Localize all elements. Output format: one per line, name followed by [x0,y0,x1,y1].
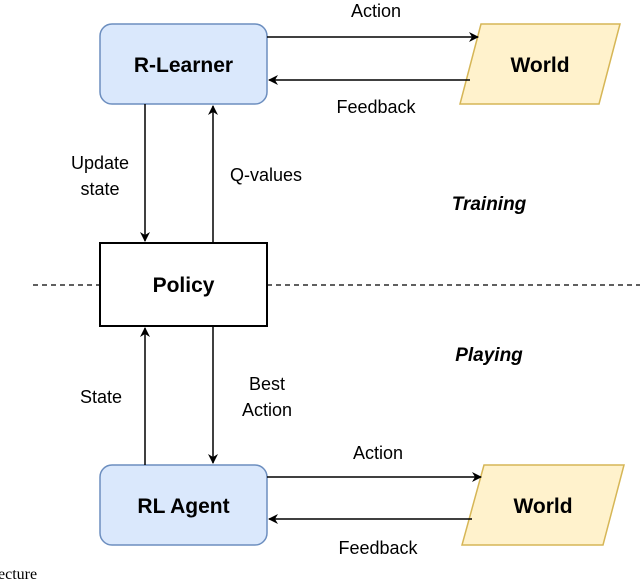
world-bottom-node: World [461,464,625,546]
best-action-label-line1: Best [249,374,285,394]
update-state-label-line2: state [80,179,119,199]
state-label: State [80,387,122,407]
playing-phase-label: Playing [455,345,523,366]
training-phase-label: Training [452,194,527,215]
r-learner-label: R-Learner [134,54,233,77]
world-top-node: World [459,23,621,105]
world-bottom-label: World [513,495,572,518]
update-state-label-line1: Update [71,153,129,173]
policy-label: Policy [153,274,215,297]
action-bottom-label: Action [353,443,403,463]
action-top-label: Action [351,1,401,21]
rl-agent-node: RL Agent [99,464,268,546]
world-top-label: World [510,54,569,77]
feedback-top-label: Feedback [336,97,416,117]
rl-agent-label: RL Agent [137,495,229,518]
best-action-label-line2: Action [242,400,292,420]
policy-node: Policy [99,242,268,327]
figure-caption-fragment: ecture [0,566,38,583]
q-values-label: Q-values [230,165,302,185]
feedback-bottom-label: Feedback [338,538,418,558]
r-learner-node: R-Learner [99,23,268,105]
